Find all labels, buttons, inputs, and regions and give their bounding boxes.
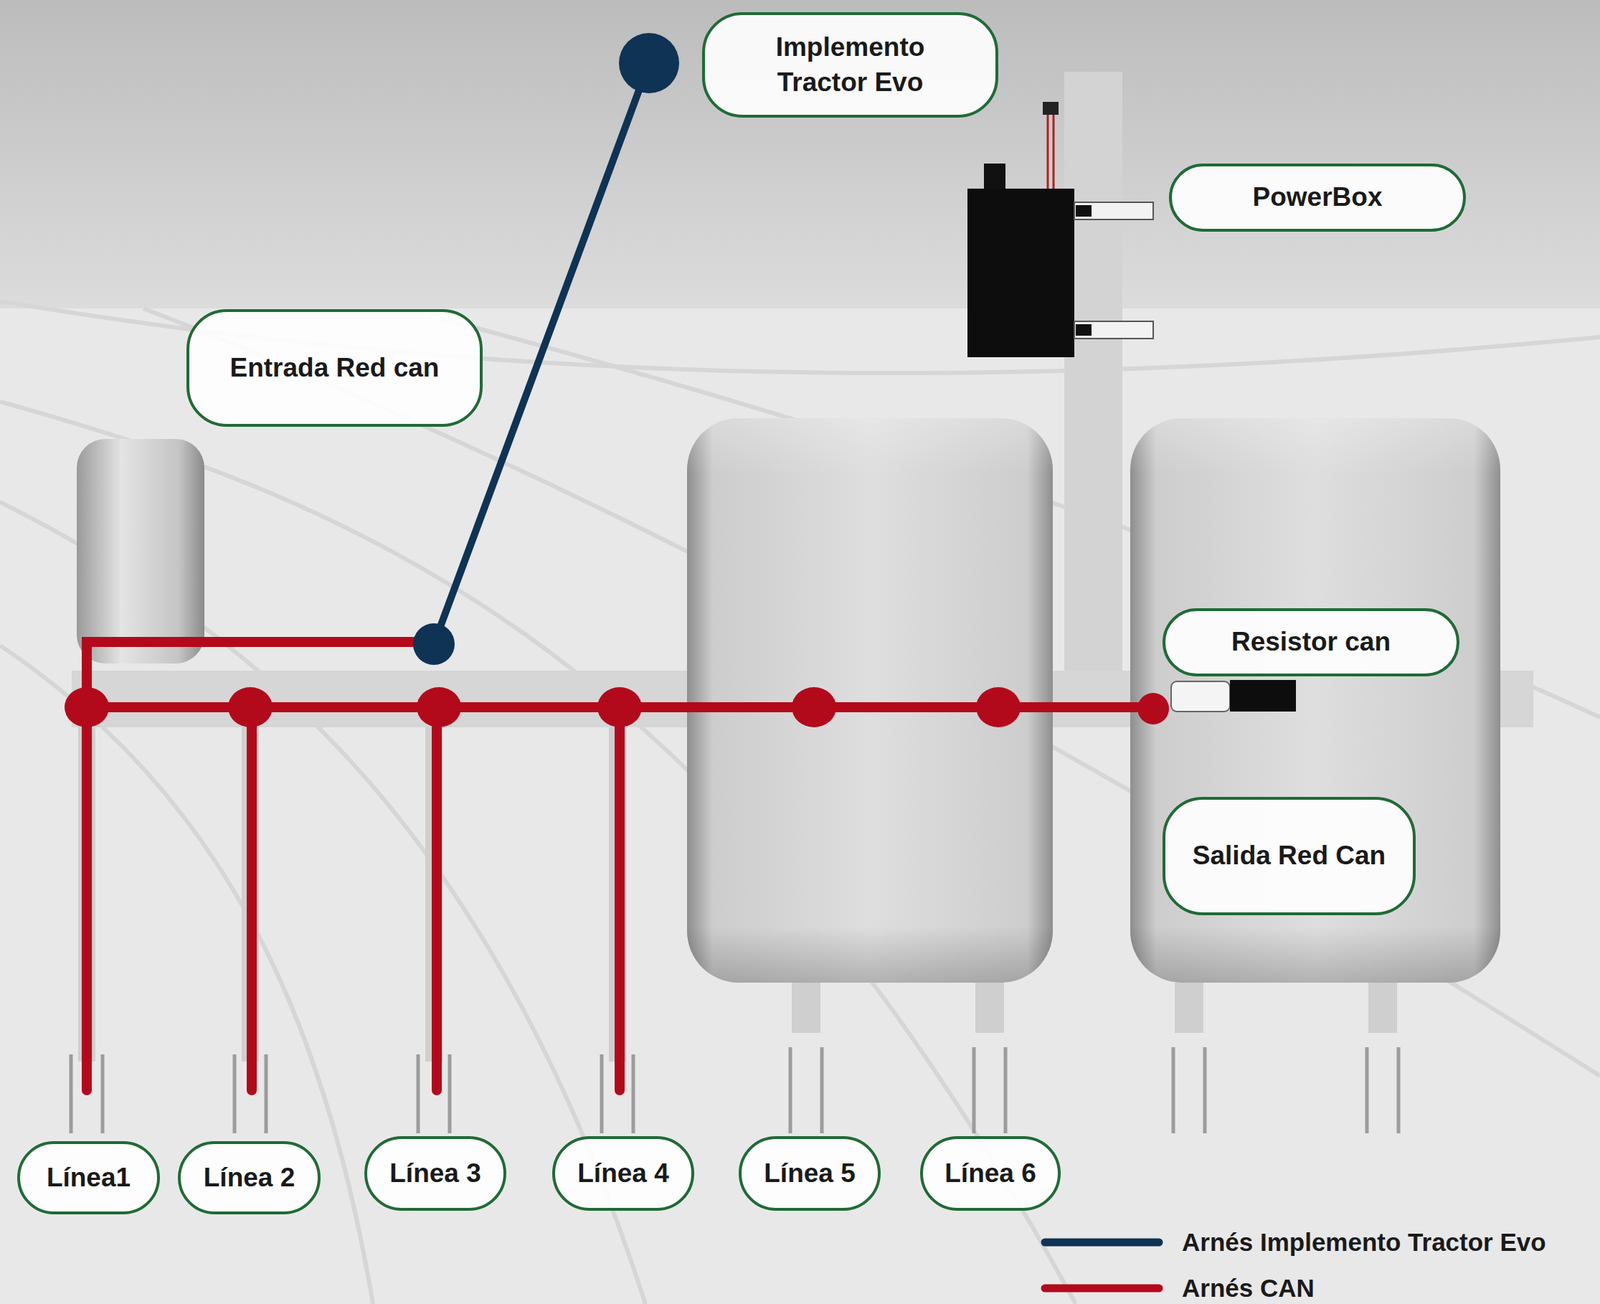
label-box: Salida Red Can [1162, 796, 1416, 916]
resistor-symbol [1229, 679, 1296, 712]
connector [1074, 202, 1154, 220]
connector-collar [1075, 205, 1092, 217]
can-dot [228, 687, 273, 728]
power-wire [1047, 101, 1054, 189]
fork [1173, 1047, 1205, 1134]
label-text: PowerBox [1252, 180, 1383, 215]
label-box: Implemento Tractor Evo [702, 12, 999, 118]
label-text: Línea 6 [944, 1156, 1037, 1191]
can-drop [81, 707, 92, 1091]
label-text: Línea 2 [203, 1160, 296, 1195]
can-drop [246, 707, 257, 1091]
label-text: Implemento Tractor Evo [746, 30, 955, 99]
can-dot [597, 687, 642, 728]
press-wheels [70, 1047, 1399, 1134]
power-plug [1042, 101, 1059, 115]
label-text: Entrada Red can [230, 350, 440, 386]
label-box: Línea 3 [364, 1135, 507, 1211]
fork [1366, 1047, 1399, 1134]
legend-text: Arnés CAN [1181, 1273, 1315, 1303]
label-box: Resistor can [1162, 608, 1460, 677]
field-row [0, 645, 373, 1304]
connector-collar [1075, 324, 1092, 336]
can-drop [614, 707, 625, 1091]
seed-tank [687, 418, 1053, 983]
resistor-plug [1171, 681, 1230, 712]
row-units-front [78, 727, 627, 1062]
legend-line-sample [1044, 1238, 1159, 1247]
label-text: Línea 4 [577, 1156, 670, 1191]
connector [1074, 321, 1154, 339]
label-box: Línea 6 [920, 1135, 1061, 1211]
fork [790, 1047, 822, 1134]
wheel [76, 438, 205, 664]
fertilizer-tank [1130, 418, 1501, 983]
harness-dot [618, 32, 680, 94]
row-unit [791, 982, 821, 1033]
legend-text: Arnés Implemento Tractor Evo [1181, 1227, 1547, 1257]
field-row [0, 401, 1076, 1304]
powerbox-connectors [1074, 202, 1154, 339]
label-text: Línea 3 [389, 1156, 482, 1191]
powerbox-unit [967, 188, 1075, 358]
legend-line-sample [1044, 1284, 1159, 1293]
forest-band [0, 0, 1600, 309]
can-end-dot [1137, 692, 1169, 725]
fork [973, 1047, 1006, 1134]
label-box: Línea 2 [177, 1141, 321, 1215]
can-dot [976, 687, 1021, 728]
label-text: Línea1 [46, 1160, 131, 1195]
can-dot [791, 687, 837, 728]
label-box: Entrada Red can [186, 309, 483, 427]
label-text: Resistor can [1231, 624, 1391, 660]
can-nodes [64, 687, 1169, 728]
can-harness [86, 641, 1154, 1091]
powerbox-knob [983, 163, 1006, 190]
tank-shade [1130, 418, 1501, 983]
tank-shade [687, 418, 1053, 983]
row-unit [1174, 982, 1204, 1033]
label-text: Salida Red Can [1192, 838, 1386, 873]
harness-dot [413, 623, 455, 665]
label-box: Línea1 [17, 1141, 160, 1215]
row-unit [975, 982, 1005, 1033]
can-dot [64, 687, 110, 728]
label-box: Línea 4 [552, 1135, 695, 1211]
label-box: PowerBox [1168, 163, 1466, 232]
can-drop [431, 707, 442, 1091]
row-units-rear [791, 982, 1398, 1033]
can-dot [416, 687, 462, 728]
row-unit [1368, 982, 1398, 1033]
drawbar [1064, 71, 1123, 705]
label-box: Línea 5 [738, 1135, 881, 1211]
field-rows [0, 301, 1600, 1304]
label-text: Línea 5 [763, 1156, 856, 1191]
